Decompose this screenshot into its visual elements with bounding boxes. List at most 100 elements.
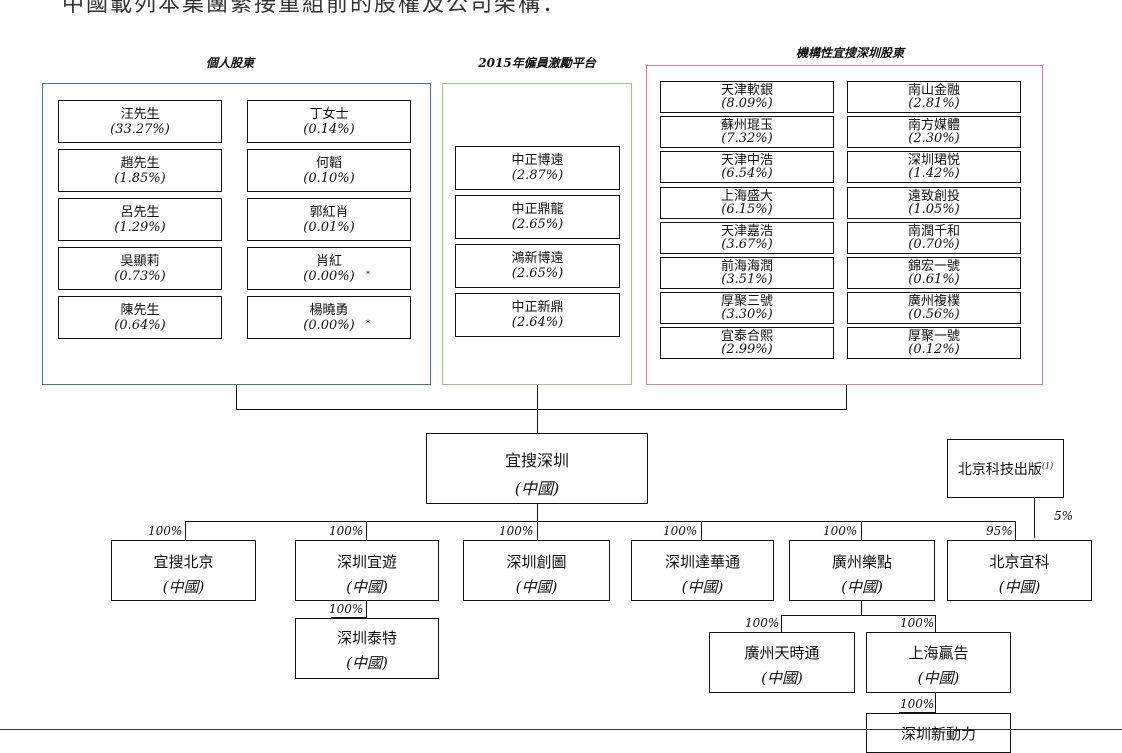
shareholder-box: 汪先生(33.27%): [58, 100, 222, 143]
company-location: (中國): [515, 578, 558, 596]
institution-name: 厚聚一號: [907, 329, 960, 345]
institution-name: 上海盛大: [720, 188, 773, 204]
individual-shareholders-frame: [42, 83, 431, 385]
connector-line: [236, 385, 238, 410]
institution-name: 南山金融: [907, 83, 960, 98]
individual-group-title: 個人股東: [205, 56, 254, 70]
institution-name: 深圳珺悦: [907, 153, 960, 169]
connector-line: [537, 521, 539, 541]
subsidiary-bus-line: [185, 521, 1016, 523]
shareholder-name: 丁女士: [309, 107, 349, 122]
subsidiary-box-guangzhou-tianshitong: 廣州天時通 (中國): [709, 632, 855, 693]
publisher-name: 北京科技出版: [957, 462, 1042, 478]
institution-box: 厚聚一號(0.12%): [847, 327, 1021, 360]
institution-name: 厚聚三號: [720, 294, 773, 310]
connector-line: [331, 617, 367, 619]
shareholder-percentage: (0.14%): [303, 122, 355, 137]
institution-percentage: (1.42%): [908, 166, 960, 182]
institution-name: 遠致創投: [907, 188, 960, 204]
shareholder-name: 汪先生: [120, 107, 160, 122]
platform-percentage: (2.64%): [511, 315, 564, 330]
institution-percentage: (0.56%): [908, 307, 960, 323]
company-name: 深圳新動力: [900, 725, 976, 743]
share-label: 100%: [499, 524, 534, 538]
institution-name: 廣州複樸: [907, 294, 960, 310]
subsidiary-box: 深圳達華通 (中國): [631, 540, 774, 601]
institution-name: 南潤千和: [907, 223, 960, 239]
institution-percentage: (2.81%): [908, 96, 960, 111]
incentive-platform-frame: [442, 83, 632, 385]
company-location: (中國): [162, 578, 205, 596]
shareholder-percentage: (0.00%): [303, 318, 355, 333]
institution-box: 天津軟銀(8.09%): [660, 81, 834, 113]
shareholder-name: 郭紅肖: [309, 205, 349, 220]
shareholder-name: 趙先生: [120, 156, 160, 171]
subsidiary-box: 深圳創圖(中國): [463, 540, 610, 601]
connector-line: [701, 521, 703, 541]
share-label: 100%: [745, 616, 780, 630]
page-bottom-rule: [0, 729, 1122, 731]
institution-box: 蘇州琨玉(7.32%): [660, 116, 834, 149]
platform-box: 中正博遠(2.87%): [455, 146, 620, 190]
share-label: 100%: [663, 524, 698, 538]
institution-box: 天津嘉浩(3.67%): [660, 221, 834, 254]
institution-box: 前海海潤(3.51%): [660, 257, 834, 289]
share-label: 100%: [900, 697, 935, 711]
institution-name: 天津中浩: [720, 153, 773, 169]
company-name: 深圳泰特: [336, 629, 397, 647]
shareholder-name: 肖紅: [315, 254, 342, 269]
shareholder-percentage: (0.64%): [114, 318, 166, 333]
institution-percentage: (8.09%): [721, 96, 773, 111]
institution-name: 錦宏一號: [907, 259, 960, 274]
incentive-group-title: 2015年僱員激勵平台: [478, 56, 596, 70]
center-company-name: 宜搜深圳: [504, 451, 569, 470]
publisher-box: 北京科技出版(1): [947, 439, 1064, 498]
shareholder-name: 楊曉勇: [309, 303, 349, 318]
shareholder-box: 楊曉勇(0.00%)*: [247, 296, 411, 339]
company-location: (中國): [681, 578, 724, 596]
publisher-connector: [1034, 498, 1036, 538]
connector-line: [781, 615, 936, 617]
share-label: 100%: [148, 524, 183, 538]
subsidiary-box: 廣州樂點(中國): [789, 540, 935, 601]
shareholder-percentage: (0.01%): [303, 220, 355, 235]
center-company-location: (中國): [514, 479, 560, 498]
shareholder-name: 呂先生: [120, 205, 160, 220]
shareholder-name: 何韜: [315, 156, 342, 171]
company-name: 宜搜北京: [153, 553, 214, 571]
connector-line: [236, 409, 847, 411]
platform-name: 鴻新博遠: [511, 251, 564, 266]
shareholder-box: 吳顯莉(0.73%): [58, 247, 222, 290]
connector-line: [846, 385, 848, 410]
institution-percentage: (2.99%): [721, 342, 773, 358]
company-location: (中國): [761, 669, 803, 687]
institution-percentage: (7.32%): [721, 131, 773, 147]
company-name: 深圳達華通: [664, 553, 740, 571]
company-name: 廣州樂點: [831, 553, 892, 571]
connector-line: [861, 521, 863, 541]
institution-percentage: (0.61%): [908, 272, 960, 287]
platform-percentage: (2.65%): [511, 266, 564, 281]
institution-box: 上海盛大(6.15%): [660, 186, 834, 219]
institutional-group-title: 機構性宜搜深圳股東: [795, 46, 904, 60]
institution-percentage: (3.51%): [721, 272, 773, 287]
connector-line: [861, 600, 863, 616]
shareholder-percentage: (0.10%): [303, 171, 355, 186]
share-label: 95%: [986, 524, 1013, 538]
shareholder-box: 肖紅(0.00%)*: [247, 247, 411, 290]
share-label: 100%: [823, 524, 858, 538]
institution-box: 南潤千和(0.70%): [847, 221, 1021, 254]
shareholder-percentage: (0.00%): [303, 269, 355, 284]
shareholder-box: 丁女士(0.14%): [247, 100, 411, 143]
institution-name: 宜泰合熙: [720, 329, 773, 345]
shareholder-box: 呂先生(1.29%): [58, 198, 222, 241]
platform-name: 中正鼎龍: [511, 202, 564, 217]
institution-percentage: (6.54%): [721, 166, 773, 182]
shareholder-percentage: (1.29%): [114, 220, 166, 235]
institution-percentage: (0.70%): [908, 236, 960, 252]
subsidiary-box: 宜搜北京 (中國): [111, 540, 256, 601]
institution-box: 宜泰合熙(2.99%): [660, 327, 834, 360]
shareholder-box: 郭紅肖(0.01%): [247, 198, 411, 241]
institution-name: 天津軟銀: [720, 83, 773, 98]
shareholder-box: 陳先生(0.64%): [58, 296, 222, 339]
